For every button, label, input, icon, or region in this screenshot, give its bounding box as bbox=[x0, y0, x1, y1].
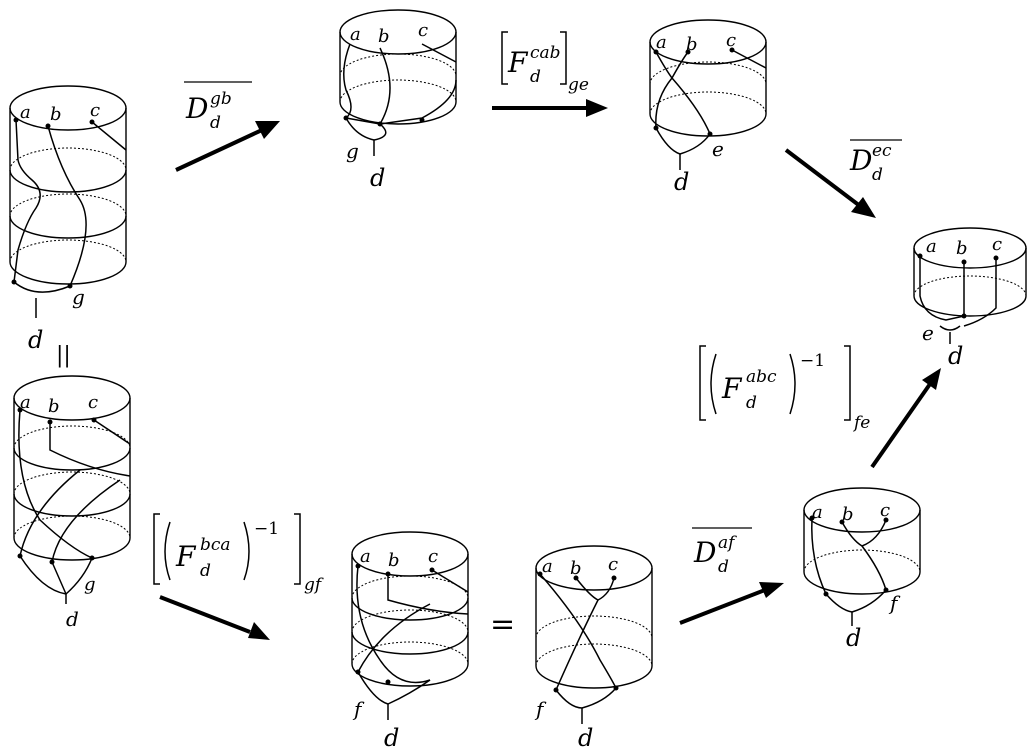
map-sup: gb bbox=[210, 89, 232, 109]
label-a: a bbox=[656, 32, 667, 53]
label-f: f bbox=[534, 697, 547, 721]
map-base: F bbox=[721, 372, 743, 405]
label-g: g bbox=[84, 574, 96, 595]
label-a: a bbox=[812, 502, 823, 523]
label-a: a bbox=[350, 24, 361, 45]
map-exp: −1 bbox=[800, 351, 825, 371]
map-sup: cab bbox=[530, 43, 561, 63]
label-c: c bbox=[880, 500, 890, 521]
label-a: a bbox=[20, 392, 31, 413]
map-outer-sub: fe bbox=[852, 413, 870, 433]
arrow-right-up bbox=[870, 368, 941, 469]
label-b: b bbox=[842, 504, 854, 525]
cylinder-8: a b c f d bbox=[803, 487, 921, 652]
map-base: F bbox=[175, 540, 197, 573]
equals-horizontal: = bbox=[490, 607, 515, 642]
map-sub: d bbox=[200, 561, 211, 581]
map-base: F bbox=[507, 46, 529, 79]
label-d: d bbox=[846, 624, 861, 652]
map-sub: d bbox=[210, 113, 221, 133]
label-a: a bbox=[360, 546, 371, 567]
arrow-top-right bbox=[784, 148, 876, 218]
label-b: b bbox=[686, 34, 698, 55]
label-e: e bbox=[712, 137, 724, 161]
cylinder-3: a b c e d bbox=[649, 19, 767, 196]
label-D-gb: D gb d bbox=[184, 81, 252, 133]
label-c: c bbox=[418, 20, 428, 41]
cylinder-2: a b c g d bbox=[339, 9, 457, 192]
label-a: a bbox=[926, 236, 937, 257]
label-d: d bbox=[28, 326, 43, 354]
map-exp: −1 bbox=[254, 519, 279, 539]
map-base: D bbox=[693, 536, 716, 569]
arrow-bottom-right bbox=[679, 582, 784, 625]
label-g: g bbox=[346, 139, 359, 163]
map-sub: d bbox=[718, 557, 729, 577]
label-b: b bbox=[956, 238, 968, 259]
label-F-abc-inv: F abc d −1 fe bbox=[699, 345, 870, 433]
cylinder-7: a b c f d bbox=[534, 545, 653, 751]
label-d: d bbox=[948, 342, 963, 370]
label-c: c bbox=[90, 100, 100, 121]
label-D-af: D af d bbox=[692, 527, 752, 577]
label-b: b bbox=[570, 558, 582, 579]
label-f: f bbox=[888, 591, 901, 615]
label-c: c bbox=[608, 554, 618, 575]
cylinder-6: a b c f d bbox=[351, 531, 469, 751]
label-d: d bbox=[578, 724, 593, 751]
label-e: e bbox=[922, 321, 934, 345]
label-d: d bbox=[66, 607, 79, 631]
label-b: b bbox=[48, 396, 60, 417]
label-b: b bbox=[388, 550, 400, 571]
label-f: f bbox=[352, 697, 365, 721]
label-D-ec: D ec d bbox=[849, 139, 902, 185]
label-F-cab: F cab d ge bbox=[501, 31, 589, 95]
label-a: a bbox=[542, 556, 553, 577]
label-c: c bbox=[992, 234, 1002, 255]
label-d: d bbox=[674, 168, 689, 196]
label-d: d bbox=[370, 164, 385, 192]
map-outer-sub: gf bbox=[304, 575, 324, 595]
arrow-bottom-left bbox=[159, 595, 270, 640]
label-b: b bbox=[50, 104, 62, 125]
arrow-top-left bbox=[175, 121, 280, 172]
label-g: g bbox=[72, 285, 85, 309]
label-c: c bbox=[88, 392, 98, 413]
map-base: D bbox=[185, 92, 208, 125]
label-F-bca-inv: F bca d −1 gf bbox=[153, 513, 324, 595]
label-d: d bbox=[384, 724, 399, 751]
cylinder-1: a b c g d bbox=[9, 85, 127, 354]
label-a: a bbox=[20, 102, 31, 123]
map-sub: d bbox=[872, 165, 883, 185]
map-sup: abc bbox=[746, 367, 777, 387]
label-c: c bbox=[726, 30, 736, 51]
map-sub: d bbox=[530, 67, 541, 87]
cylinder-5: a b c g d bbox=[13, 375, 131, 631]
cylinder-4: a b c e d bbox=[913, 227, 1027, 370]
equals-vertical: || bbox=[56, 343, 71, 368]
arrow-top-middle bbox=[492, 99, 608, 117]
map-sup: af bbox=[718, 533, 737, 553]
map-sup: bca bbox=[200, 535, 231, 555]
map-sub: d bbox=[746, 393, 757, 413]
label-b: b bbox=[378, 26, 390, 47]
label-c: c bbox=[428, 546, 438, 567]
map-sup: ec bbox=[872, 141, 892, 161]
map-base: D bbox=[849, 144, 872, 177]
map-outer-sub: ge bbox=[568, 75, 589, 95]
